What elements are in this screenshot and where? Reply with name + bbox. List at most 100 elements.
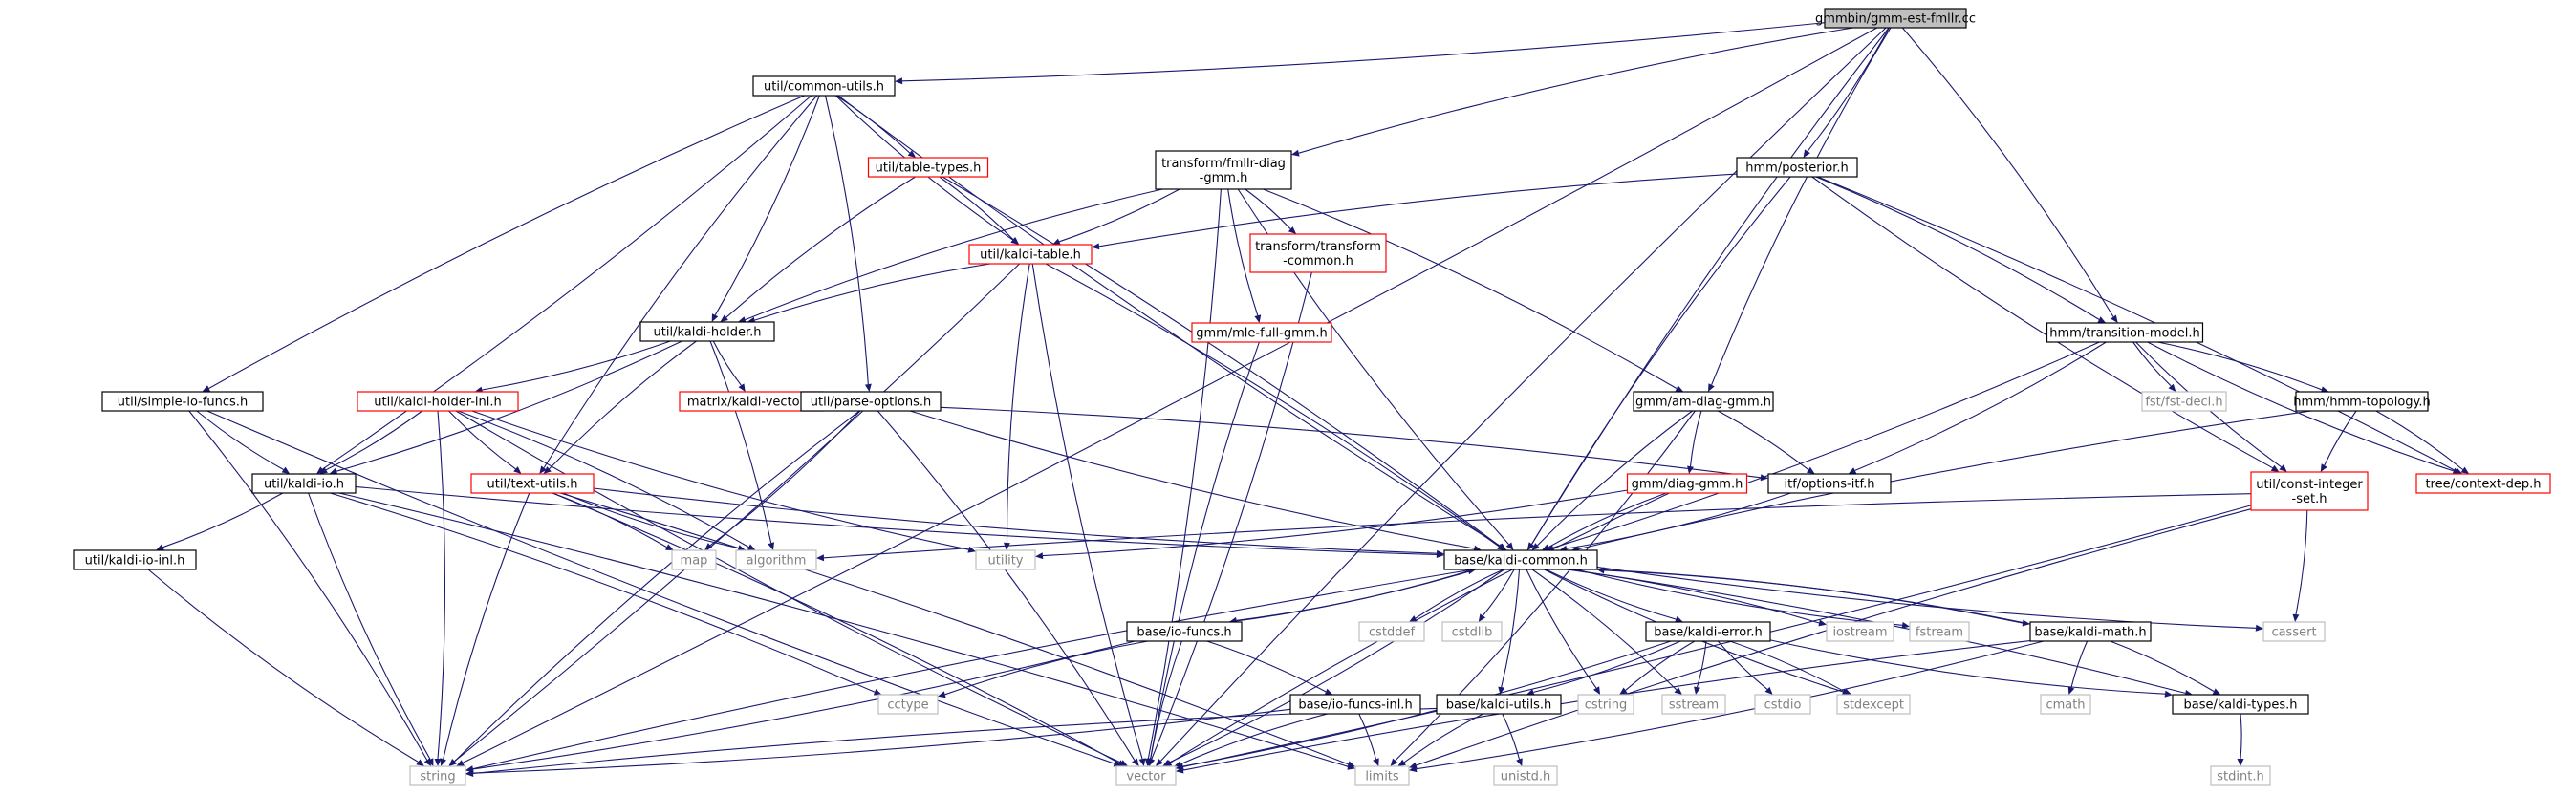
- edge-arrowhead: [1527, 542, 1535, 550]
- node-label: stdint.h: [2217, 770, 2263, 784]
- node-cstdio: cstdio: [1754, 694, 1811, 715]
- edge-kaldicommon-to-iofuncs: [1228, 569, 1477, 624]
- node-util-const-integer-set-h[interactable]: util/const-integer-set.h: [2250, 471, 2369, 511]
- edge-line: [1807, 27, 1890, 152]
- node-tree-context-dep-h[interactable]: tree/context-dep.h: [2415, 473, 2551, 494]
- node-sstream: sstream: [1661, 694, 1726, 715]
- node-gmm-diag-gmm-h[interactable]: gmm/diag-gmm.h: [1626, 473, 1748, 494]
- node-base-kaldi-utils-h[interactable]: base/kaldi-utils.h: [1436, 694, 1562, 715]
- edge-fmllrdiag-to-amdiaggmm: [1263, 188, 1684, 392]
- node-base-io-funcs-h[interactable]: base/io-funcs.h: [1126, 621, 1243, 642]
- edge-arrowhead: [1324, 688, 1333, 696]
- edge-line: [1552, 341, 2100, 548]
- edge-transitionmodel-to-kaldicommon: [1546, 341, 2100, 551]
- edge-arrowhead: [465, 770, 474, 777]
- edge-kaldicommon-to-cassert: [1596, 566, 2263, 632]
- edge-line: [1395, 410, 1696, 762]
- edge-arrowhead: [907, 150, 917, 158]
- node-box: [1661, 694, 1726, 715]
- edge-line: [455, 410, 1122, 763]
- edge-arrowhead: [1254, 314, 1262, 323]
- node-label: base/io-funcs.h: [1136, 626, 1231, 640]
- node-transform-fmllr-diag-gmm-h[interactable]: transform/fmllr-diag-gmm.h: [1155, 150, 1292, 190]
- edge-line: [1045, 263, 1500, 548]
- edge-line: [709, 410, 861, 547]
- node-util-text-utils-h[interactable]: util/text-utils.h: [470, 473, 595, 494]
- node-gmm-am-diag-gmm-h[interactable]: gmm/am-diag-gmm.h: [1633, 391, 1774, 412]
- node-box: [1493, 765, 1558, 786]
- node-box: [1577, 694, 1634, 715]
- edge-line: [2132, 341, 2172, 387]
- edge-arrowhead: [1409, 765, 1418, 773]
- node-util-kaldi-io-h[interactable]: util/kaldi-io.h: [251, 473, 357, 494]
- edge-line: [1180, 713, 1328, 764]
- edge-parseoptions-to-string: [448, 410, 860, 766]
- edge-line: [1206, 640, 1327, 693]
- node-util-kaldi-holder-h[interactable]: util/kaldi-holder.h: [639, 321, 775, 342]
- edge-line: [1059, 188, 1180, 243]
- node-transform-transform-common-h[interactable]: transform/transform-common.h: [1249, 233, 1387, 273]
- edge-line: [1227, 188, 1259, 316]
- node-base-io-funcs-inl-h[interactable]: base/io-funcs-inl.h: [1289, 694, 1421, 715]
- edge-line: [355, 485, 1438, 556]
- node-hmm-transition-model-h[interactable]: hmm/transition-model.h: [2046, 322, 2204, 343]
- edge-line: [1689, 410, 1702, 467]
- node-hmm-hmm-topology-h[interactable]: hmm/hmm-topology.h: [2293, 391, 2431, 412]
- node-hmm-posterior-h[interactable]: hmm/posterior.h: [1736, 157, 1858, 178]
- edge-line: [1169, 569, 1505, 763]
- node-base-kaldi-math-h[interactable]: base/kaldi-math.h: [2029, 621, 2152, 642]
- edge-line: [472, 640, 1136, 770]
- node-base-kaldi-common-h[interactable]: base/kaldi-common.h: [1443, 549, 1598, 570]
- edge-line: [1729, 640, 1846, 693]
- node-itf-options-itf-h[interactable]: itf/options-itf.h: [1767, 473, 1892, 494]
- node-util-common-utils-h[interactable]: util/common-utils.h: [752, 75, 896, 97]
- edge-arrowhead: [1675, 615, 1683, 623]
- node-base-kaldi-types-h[interactable]: base/kaldi-types.h: [2172, 694, 2309, 715]
- node-matrix-kaldi-vector-h[interactable]: matrix/kaldi-vector.h: [679, 391, 824, 412]
- node-gmm-mle-full-gmm-h[interactable]: gmm/mle-full-gmm.h: [1191, 322, 1332, 343]
- edge-simpleiofuncs-to-string: [188, 410, 432, 766]
- edge-line: [1625, 640, 1696, 691]
- edge-line: [1298, 27, 1853, 154]
- node-box: [1767, 473, 1892, 494]
- edge-line: [1854, 341, 2107, 471]
- edge-root-to-string: [456, 27, 1878, 766]
- edge-line: [1604, 569, 2031, 625]
- node-util-simple-io-funcs-h[interactable]: util/simple-io-funcs.h: [101, 391, 264, 412]
- edge-line: [909, 410, 1475, 549]
- edge-kaldiutils-to-limits: [1397, 713, 1483, 766]
- node-util-kaldi-table-h[interactable]: util/kaldi-table.h: [968, 244, 1093, 265]
- edge-line: [1151, 271, 1312, 760]
- edge-posterior-to-transitionmodel: [1815, 176, 2107, 323]
- node-label: fst/fst-decl.h: [2145, 396, 2222, 410]
- edge-transitionmodel-to-optionsitf: [1848, 341, 2107, 474]
- node-label: -set.h: [2292, 492, 2327, 506]
- node-gmmbin-gmm-est-fmllr-cc[interactable]: gmmbin/gmm-est-fmllr.cc: [1815, 8, 1976, 29]
- node-unistd-h: unistd.h: [1493, 765, 1558, 786]
- node-label: cstdio: [1764, 698, 1802, 713]
- edge-arrowhead: [1176, 766, 1184, 774]
- edge-arrowhead: [1843, 688, 1852, 695]
- edge-line: [1228, 570, 1469, 623]
- node-base-kaldi-error-h[interactable]: base/kaldi-error.h: [1645, 621, 1771, 642]
- node-label: base/kaldi-math.h: [2034, 626, 2146, 640]
- node-util-parse-options-h[interactable]: util/parse-options.h: [800, 391, 942, 412]
- edge-kaldiholder-to-kaldiio: [329, 340, 682, 475]
- edge-commonutils-to-kaldiholder: [711, 95, 820, 322]
- edge-line: [2324, 410, 2357, 466]
- edge-root-to-kaldicommon: [1526, 27, 1890, 550]
- edge-kaldicommon-to-kaldierror: [1545, 569, 1683, 623]
- node-iostream: iostream: [1826, 621, 1894, 642]
- edge-line: [1501, 569, 1521, 688]
- node-util-kaldi-holder-inl-h[interactable]: util/kaldi-holder-inl.h: [357, 391, 519, 412]
- edge-hmmtopology-to-constinteger: [2320, 410, 2357, 472]
- node-util-kaldi-io-inl-h[interactable]: util/kaldi-io-inl.h: [73, 549, 197, 570]
- edge-arrowhead: [1092, 243, 1100, 250]
- edge-amdiaggmm-to-optionsitf: [1718, 410, 1815, 474]
- edge-line: [147, 569, 419, 763]
- edge-arrowhead: [1687, 465, 1694, 474]
- edge-arrowhead: [1132, 758, 1139, 766]
- node-util-table-types-h[interactable]: util/table-types.h: [867, 157, 989, 178]
- edge-textutils-to-limits: [559, 492, 1355, 768]
- node-fstream: fstream: [1909, 621, 1970, 642]
